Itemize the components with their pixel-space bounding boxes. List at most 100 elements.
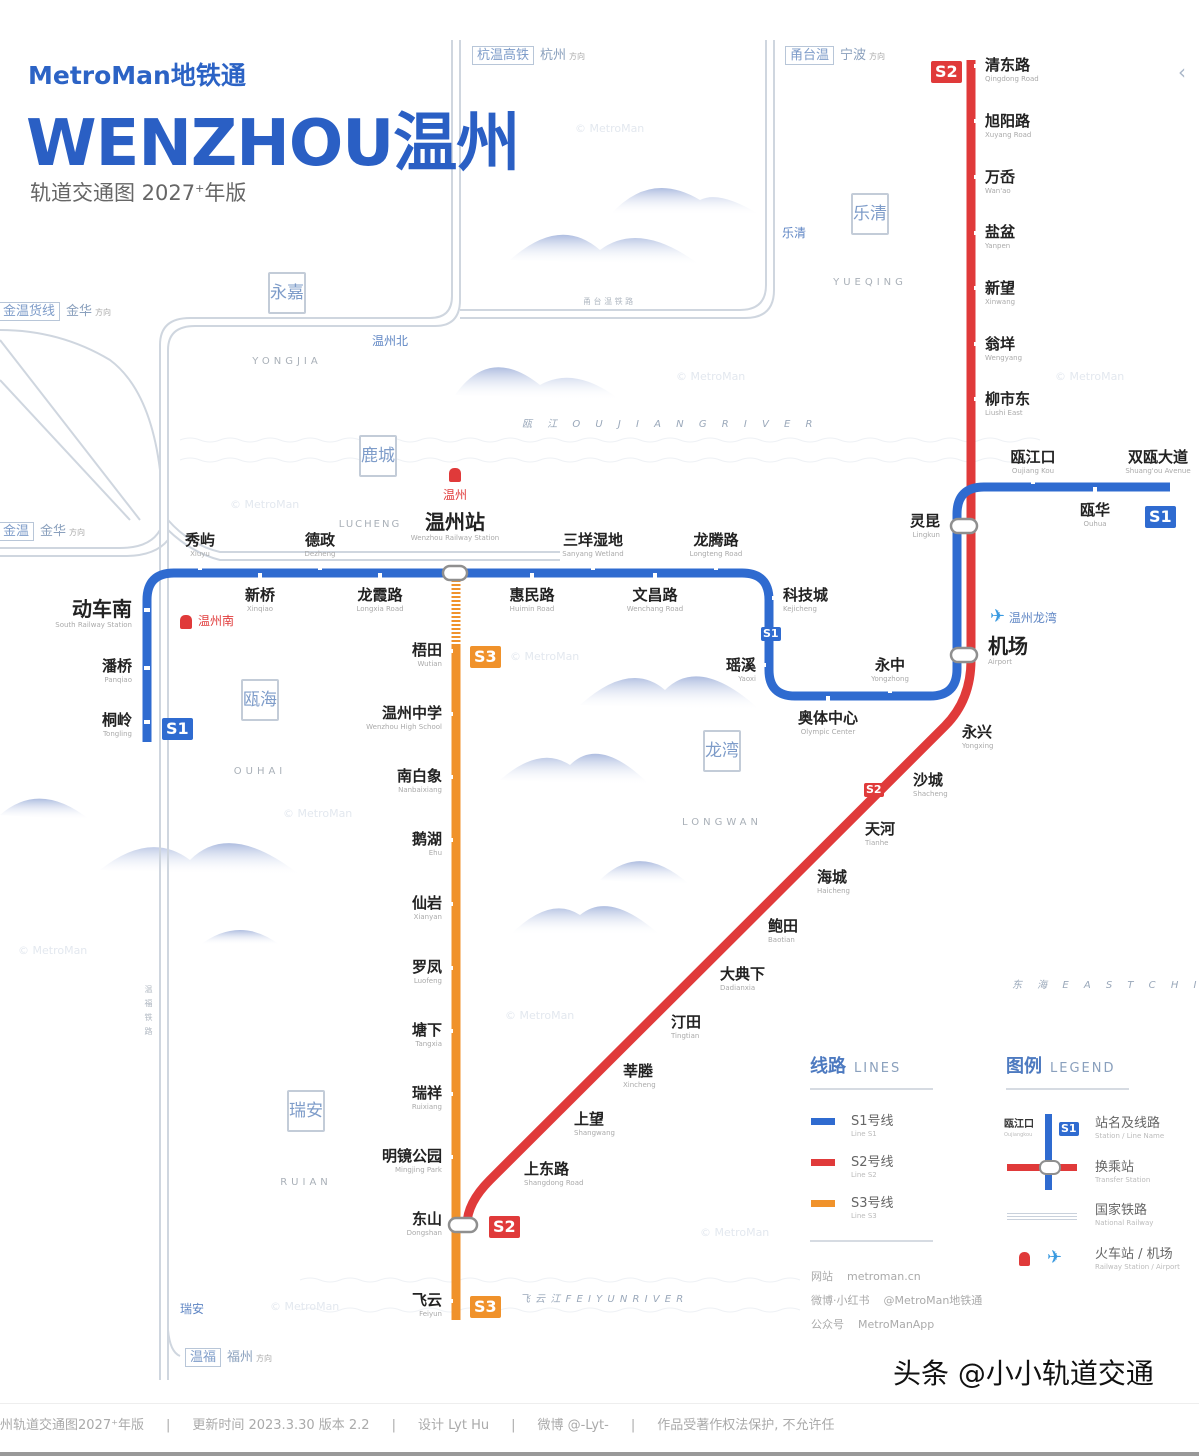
line-badge-s3[interactable]: S3 <box>470 646 501 668</box>
line-badge-s2[interactable]: S2 <box>489 1216 520 1238</box>
station-name-zh: 沙城 <box>913 771 944 789</box>
divider <box>810 1088 933 1090</box>
station-name-en: Dezheng <box>304 550 336 558</box>
divider <box>1006 1088 1129 1090</box>
legend-railway-icon <box>1007 1213 1077 1217</box>
overlay-watermark: 头条 @小小轨道交通 <box>893 1357 1154 1390</box>
railway-station-wenzhou: 温州 <box>443 468 467 503</box>
station-name-en: Wenchang Road <box>626 605 684 613</box>
station-name-en: Liushi East <box>985 409 1023 417</box>
station-tick <box>1093 487 1097 493</box>
line-badge-s1[interactable]: S1 <box>1145 506 1176 528</box>
station-name-en: Wutian <box>417 660 442 668</box>
station-name-en: Panqiao <box>104 676 132 684</box>
watermark: © MetroMan <box>505 1009 575 1022</box>
mountain-decoration <box>0 188 760 945</box>
line-badge-s3[interactable]: S3 <box>470 1296 501 1318</box>
train-icon <box>449 468 461 482</box>
station-tick <box>318 564 322 570</box>
railway-station-yueqing: 乐清 <box>782 226 807 240</box>
station-name-en: Ehu <box>428 849 442 857</box>
station-name-zh: 永中 <box>874 656 906 674</box>
station-name-zh: 瑶溪 <box>725 656 756 674</box>
station-name-zh: 双瓯大道 <box>1127 448 1188 466</box>
station-name-zh: 万岙 <box>985 168 1016 186</box>
info-weibo[interactable]: 微博·小红书@MetroMan地铁通 <box>811 1292 982 1308</box>
line-badge-s2[interactable]: S2 <box>864 783 884 797</box>
station-name-zh: 清东路 <box>985 56 1031 74</box>
line-badge-s1[interactable]: S1 <box>761 627 781 641</box>
station-tick <box>258 573 262 579</box>
line-badge-s2[interactable]: S2 <box>931 61 962 83</box>
info-value: metroman.cn <box>847 1270 921 1283</box>
station-name-zh: 灵昆 <box>909 512 940 530</box>
footer-divider <box>0 1403 1199 1404</box>
railway-line-label: 甬 台 温 铁 路 <box>583 297 634 306</box>
station-name-en: Nanbaixiang <box>398 786 442 794</box>
station-name-en: Lingkun <box>912 531 940 539</box>
railway-direction-city: 金华 <box>66 304 93 319</box>
station-name-en: Shangdong Road <box>524 1179 584 1187</box>
back-chevron-icon[interactable]: ‹ <box>1178 60 1186 84</box>
station-name-zh: 鲍田 <box>768 917 799 935</box>
railway-tag-yongtaiwen: 甬台温宁波方向 <box>785 44 885 65</box>
station-name-en: Airport <box>988 658 1012 666</box>
station-name-zh: 科技城 <box>783 586 829 604</box>
footer-separator: | <box>165 1418 171 1433</box>
line-badge-s1[interactable]: S1 <box>162 718 193 740</box>
station-name-en: Luofeng <box>413 977 442 985</box>
